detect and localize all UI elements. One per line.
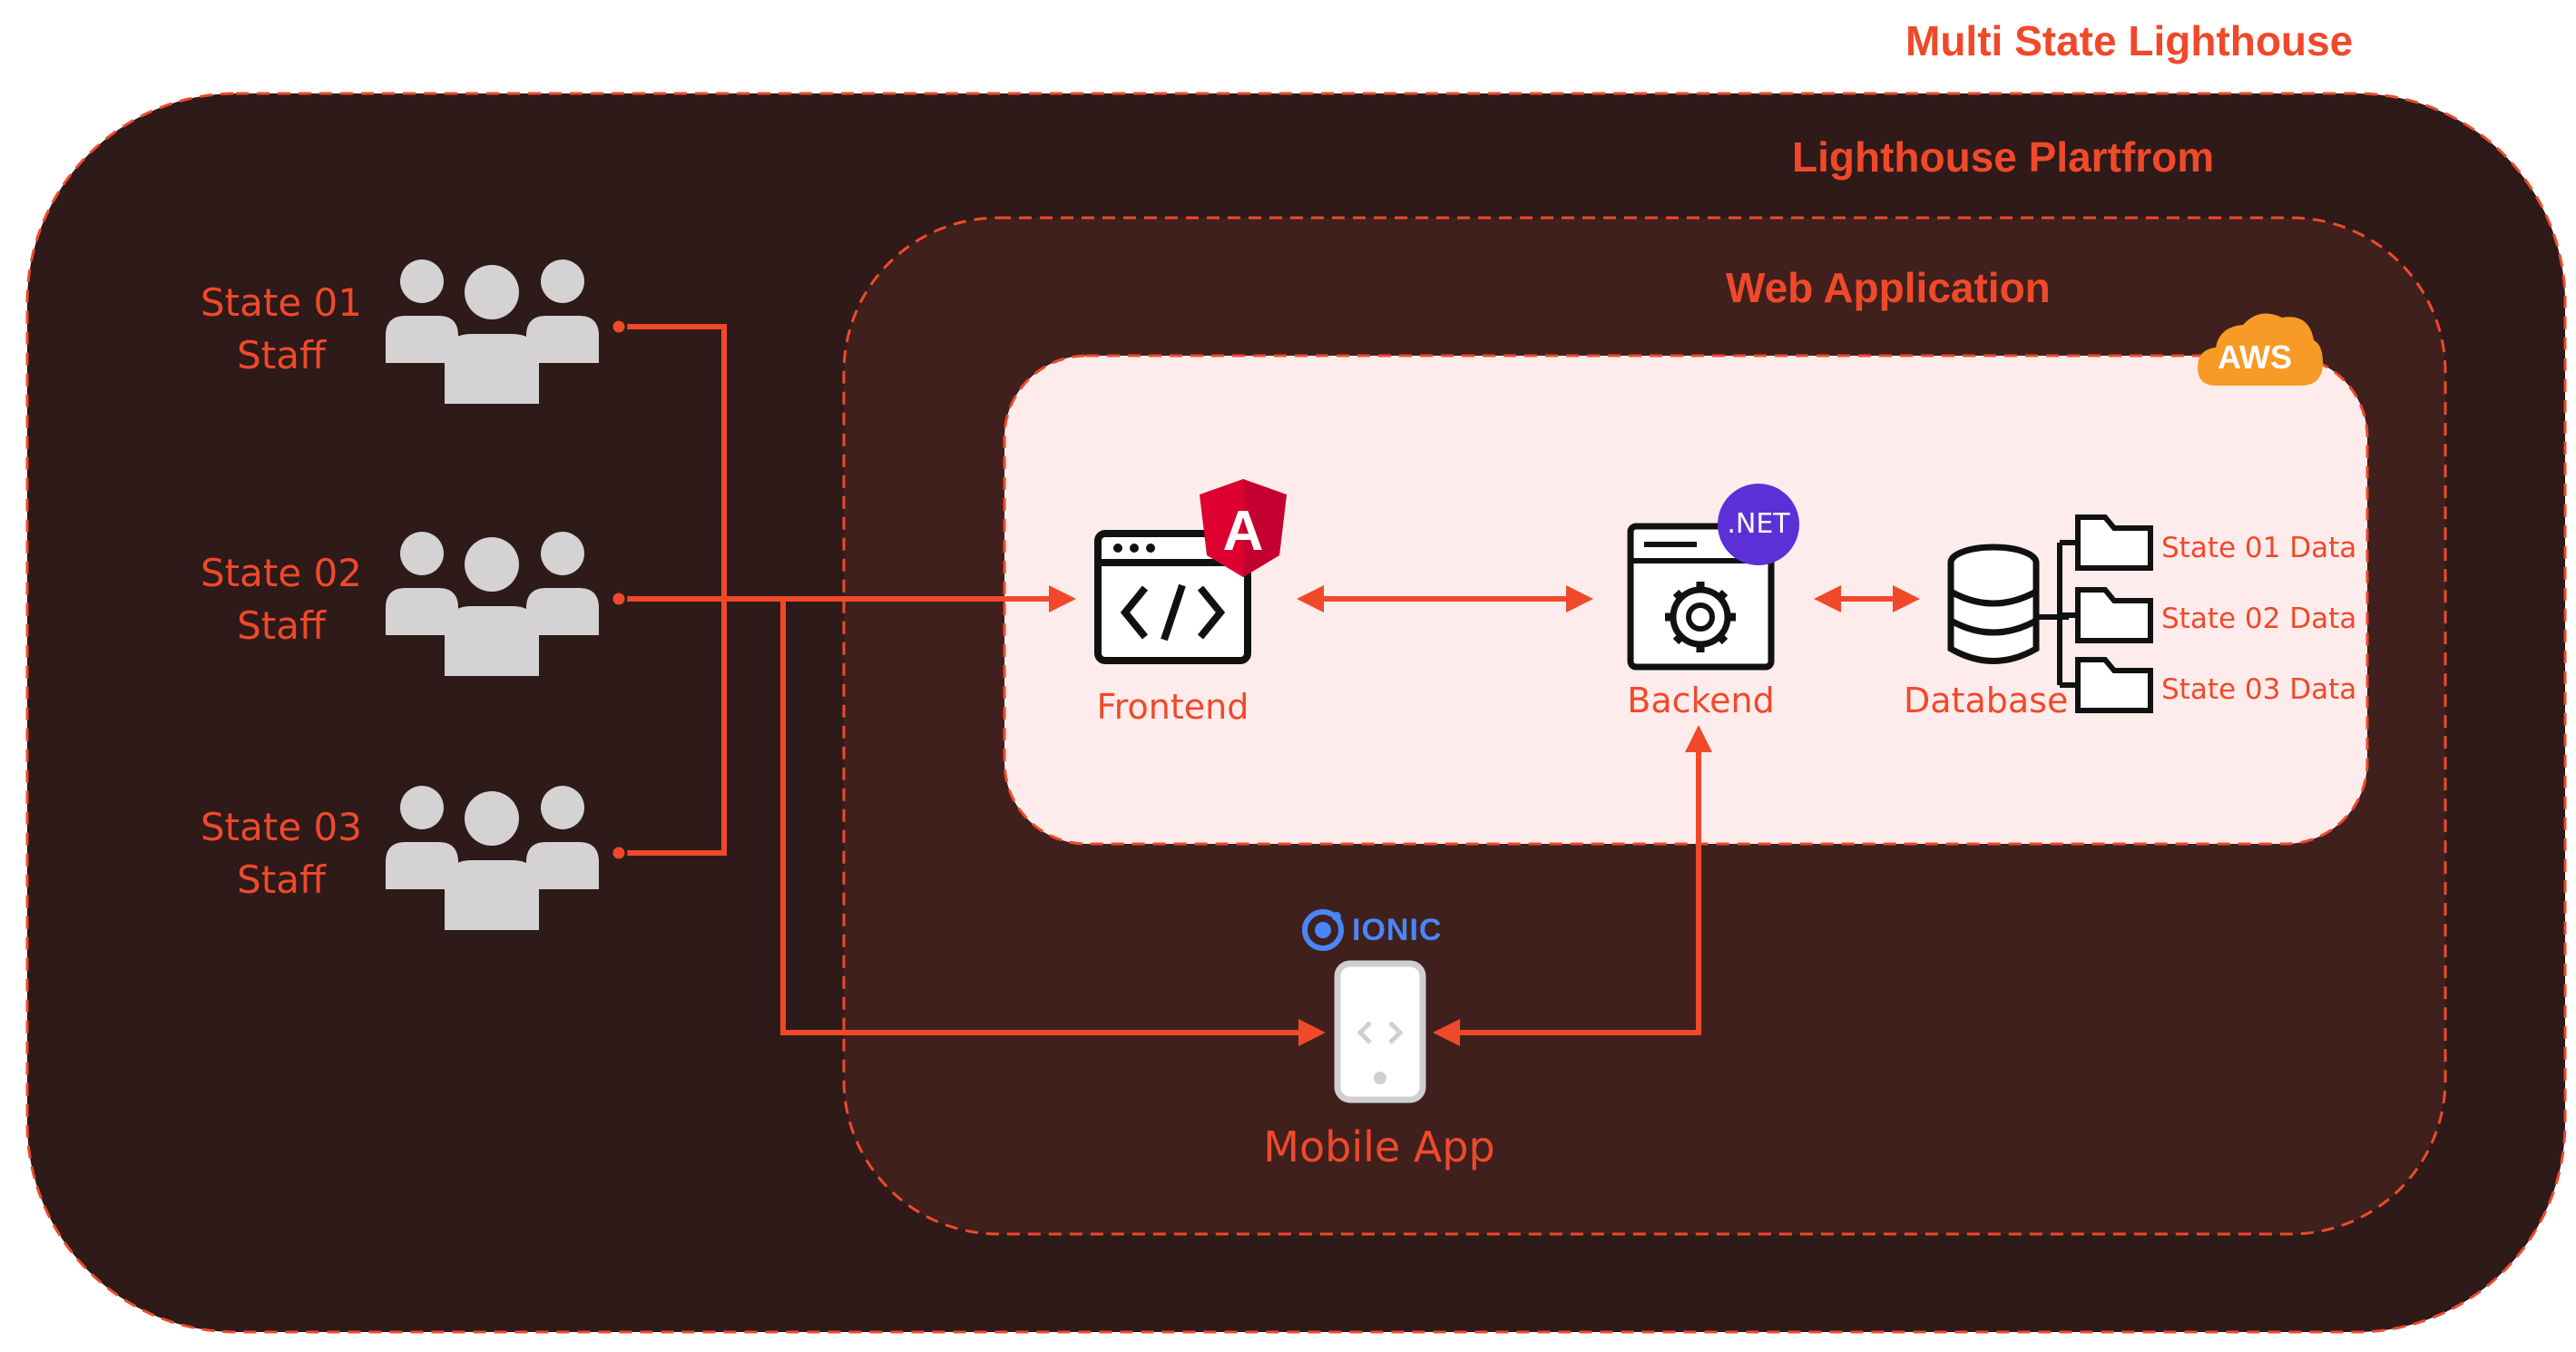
folder-label-03: State 03 Data xyxy=(2161,673,2357,706)
connector-to-mobile xyxy=(780,599,1326,1046)
staff-label-02: State 02 Staff xyxy=(191,547,372,652)
connector-state01 xyxy=(619,324,727,599)
connector-dot-03 xyxy=(610,844,628,862)
staff-group-icon-02 xyxy=(386,532,599,676)
staff-label-02-line2: Staff xyxy=(237,603,326,648)
angular-logo-icon xyxy=(1200,479,1287,577)
aws-badge-label: AWS xyxy=(2218,338,2293,376)
staff-label-03: State 03 Staff xyxy=(191,801,372,906)
folder-label-01: State 01 Data xyxy=(2161,532,2357,564)
angular-badge-label: A xyxy=(1222,500,1264,563)
mobile-phone-icon xyxy=(1334,960,1426,1103)
staff-group-icon-01 xyxy=(386,260,599,404)
title-web-application: Web Application xyxy=(1726,264,2051,311)
connector-backend-mobile xyxy=(1433,725,1712,1046)
mobile-app-label: Mobile App xyxy=(1263,1122,1495,1171)
staff-label-01-line2: Staff xyxy=(237,333,326,377)
dotnet-badge-label: .NET xyxy=(1727,508,1790,540)
staff-label-01: State 01 Staff xyxy=(191,277,372,382)
staff-label-02-line1: State 02 xyxy=(201,551,362,595)
frontend-code-icon xyxy=(1094,530,1251,664)
aws-cloud-icon xyxy=(2198,313,2323,386)
ionic-logo-icon xyxy=(1302,909,1344,951)
title-multi-state-lighthouse: Multi State Lighthouse xyxy=(1905,17,2354,64)
folder-label-02: State 02 Data xyxy=(2161,603,2357,635)
staff-label-03-line2: Staff xyxy=(237,857,326,902)
staff-label-03-line1: State 03 xyxy=(201,805,362,849)
connector-state03 xyxy=(619,599,727,856)
staff-group-icon-03 xyxy=(386,786,599,930)
folder-icon-03 xyxy=(2075,657,2153,713)
connector-dot-02 xyxy=(610,590,628,608)
ionic-badge-label: IONIC xyxy=(1352,913,1443,947)
title-lighthouse-platform: Lighthouse Plartfrom xyxy=(1792,133,2215,181)
folder-icon-01 xyxy=(2075,514,2153,571)
database-label: Database xyxy=(1904,681,2069,720)
connector-dot-01 xyxy=(610,318,628,336)
staff-label-01-line1: State 01 xyxy=(201,280,362,325)
dotnet-badge-icon xyxy=(1718,484,1799,565)
database-icon xyxy=(1947,544,2040,664)
database-folder-tree xyxy=(2036,540,2076,688)
folder-icon-02 xyxy=(2075,587,2153,643)
frontend-label: Frontend xyxy=(1096,687,1249,727)
backend-label: Backend xyxy=(1627,681,1775,720)
connectors xyxy=(619,324,1920,1046)
